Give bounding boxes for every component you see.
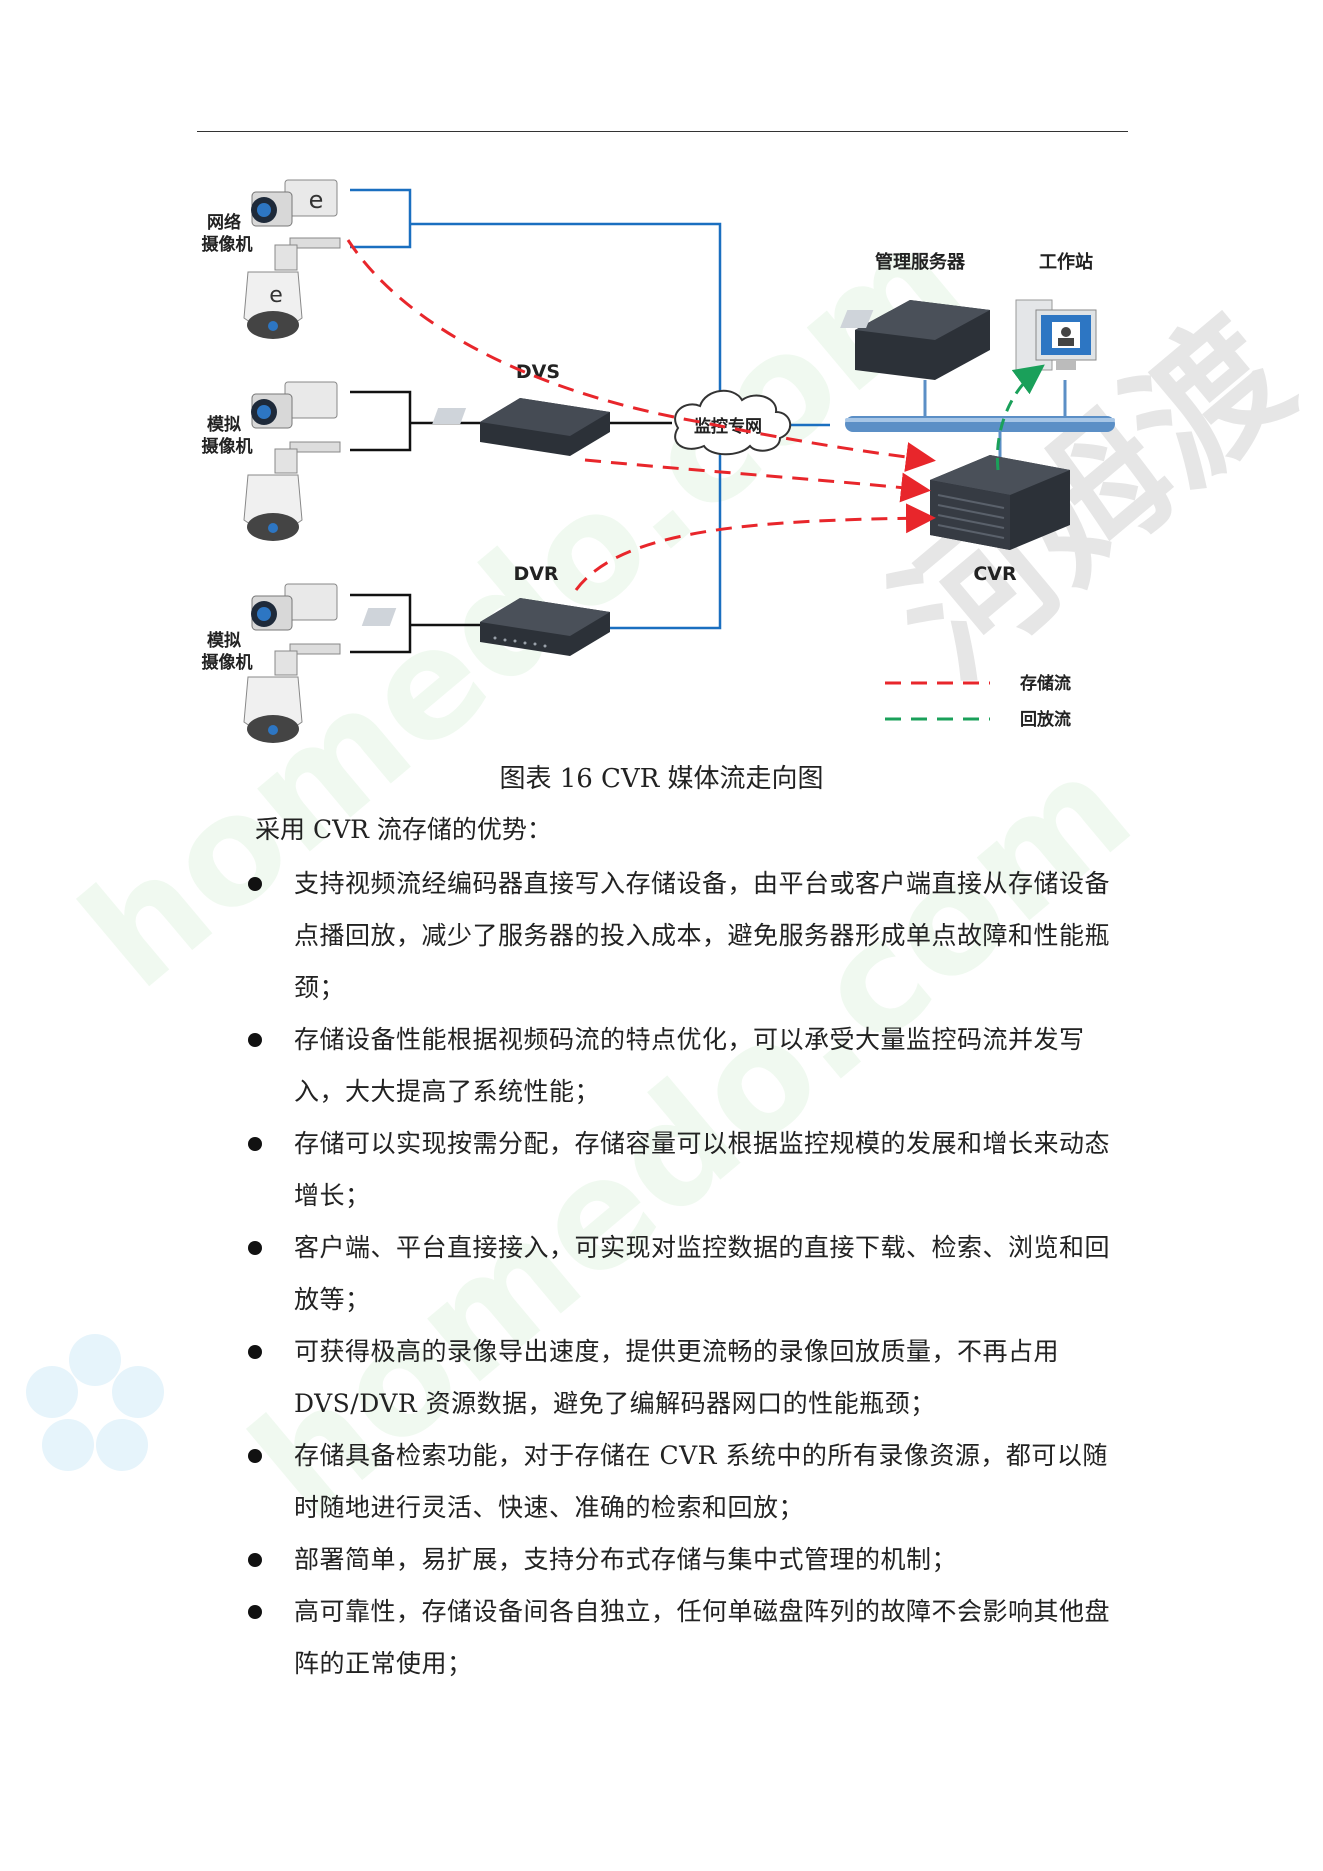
figure-caption: 图表 16 CVR 媒体流走向图 bbox=[499, 764, 824, 794]
svg-text:e: e bbox=[309, 186, 324, 214]
analog-camera-label-2: 模拟 摄像机 bbox=[202, 630, 253, 673]
legend: 存储流 回放流 bbox=[885, 673, 1071, 730]
cvr-device-icon bbox=[930, 455, 1070, 550]
storage-streams bbox=[346, 239, 936, 591]
list-item: 存储设备性能根据视频码流的特点优化，可以承受大量监控码流并发写入，大大提高了系统… bbox=[246, 1014, 1126, 1118]
management-server-icon bbox=[840, 300, 990, 380]
dvr-device-icon bbox=[361, 598, 610, 656]
bullet-icon bbox=[248, 1605, 262, 1619]
playback-stream bbox=[995, 364, 1045, 471]
dvs-label: DVS bbox=[516, 361, 560, 383]
network-dome-camera-icon: e bbox=[243, 237, 341, 339]
bullet-icon bbox=[248, 1553, 262, 1567]
analog-camera-icon-1 bbox=[251, 381, 338, 429]
list-item: 部署简单，易扩展，支持分布式存储与集中式管理的机制； bbox=[246, 1534, 1126, 1586]
dvr-label: DVR bbox=[513, 563, 558, 585]
analog-dome-camera-icon-1 bbox=[243, 441, 341, 541]
list-item: 客户端、平台直接接入，可实现对监控数据的直接下载、检索、浏览和回放等； bbox=[246, 1222, 1126, 1326]
network-links bbox=[350, 188, 830, 630]
list-item: 存储具备检索功能，对于存储在 CVR 系统中的所有录像资源，都可以随时随地进行灵… bbox=[246, 1430, 1126, 1534]
analog-dome-camera-icon-2 bbox=[243, 643, 341, 743]
list-item: 高可靠性，存储设备间各自独立，任何单磁盘阵列的故障不会影响其他盘阵的正常使用； bbox=[246, 1586, 1126, 1690]
intro-text: 采用 CVR 流存储的优势： bbox=[255, 815, 552, 844]
watermark-flower-icon bbox=[26, 1334, 164, 1471]
cvr-media-flow-diagram: 监控专网 e e 网 bbox=[202, 179, 1115, 743]
workstation-label: 工作站 bbox=[1039, 251, 1093, 273]
svg-text:e: e bbox=[269, 283, 283, 308]
advantages-list: 支持视频流经编码器直接写入存储设备，由平台或客户端直接从存储设备点播回放，减少了… bbox=[246, 858, 1126, 1690]
workstation-icon bbox=[1015, 299, 1097, 371]
list-item: 存储可以实现按需分配，存储容量可以根据监控规模的发展和增长来动态增长； bbox=[246, 1118, 1126, 1222]
legend-playback-label: 回放流 bbox=[1020, 709, 1071, 730]
management-server-label: 管理服务器 bbox=[875, 251, 966, 273]
network-cloud: 监控专网 bbox=[674, 390, 791, 456]
network-camera-icon: e bbox=[251, 179, 338, 227]
analog-camera-label-1: 模拟 摄像机 bbox=[202, 414, 253, 457]
dvs-device-icon bbox=[432, 398, 610, 456]
list-item: 支持视频流经编码器直接写入存储设备，由平台或客户端直接从存储设备点播回放，减少了… bbox=[246, 858, 1126, 1014]
header-rule bbox=[197, 131, 1128, 132]
bullet-icon bbox=[248, 1033, 262, 1047]
legend-storage-label: 存储流 bbox=[1020, 673, 1071, 694]
list-item: 可获得极高的录像导出速度，提供更流畅的录像回放质量，不再占用 DVS/DVR 资… bbox=[246, 1326, 1126, 1430]
network-bus bbox=[845, 380, 1115, 470]
bullet-icon bbox=[248, 877, 262, 891]
network-label: 监控专网 bbox=[694, 416, 762, 437]
bullet-icon bbox=[248, 1241, 262, 1255]
bullet-icon bbox=[248, 1449, 262, 1463]
analog-camera-icon-2 bbox=[251, 583, 338, 631]
cvr-label: CVR bbox=[973, 563, 1017, 585]
bullet-icon bbox=[248, 1345, 262, 1359]
network-camera-label: 网络 摄像机 bbox=[202, 212, 253, 255]
bullet-icon bbox=[248, 1137, 262, 1151]
